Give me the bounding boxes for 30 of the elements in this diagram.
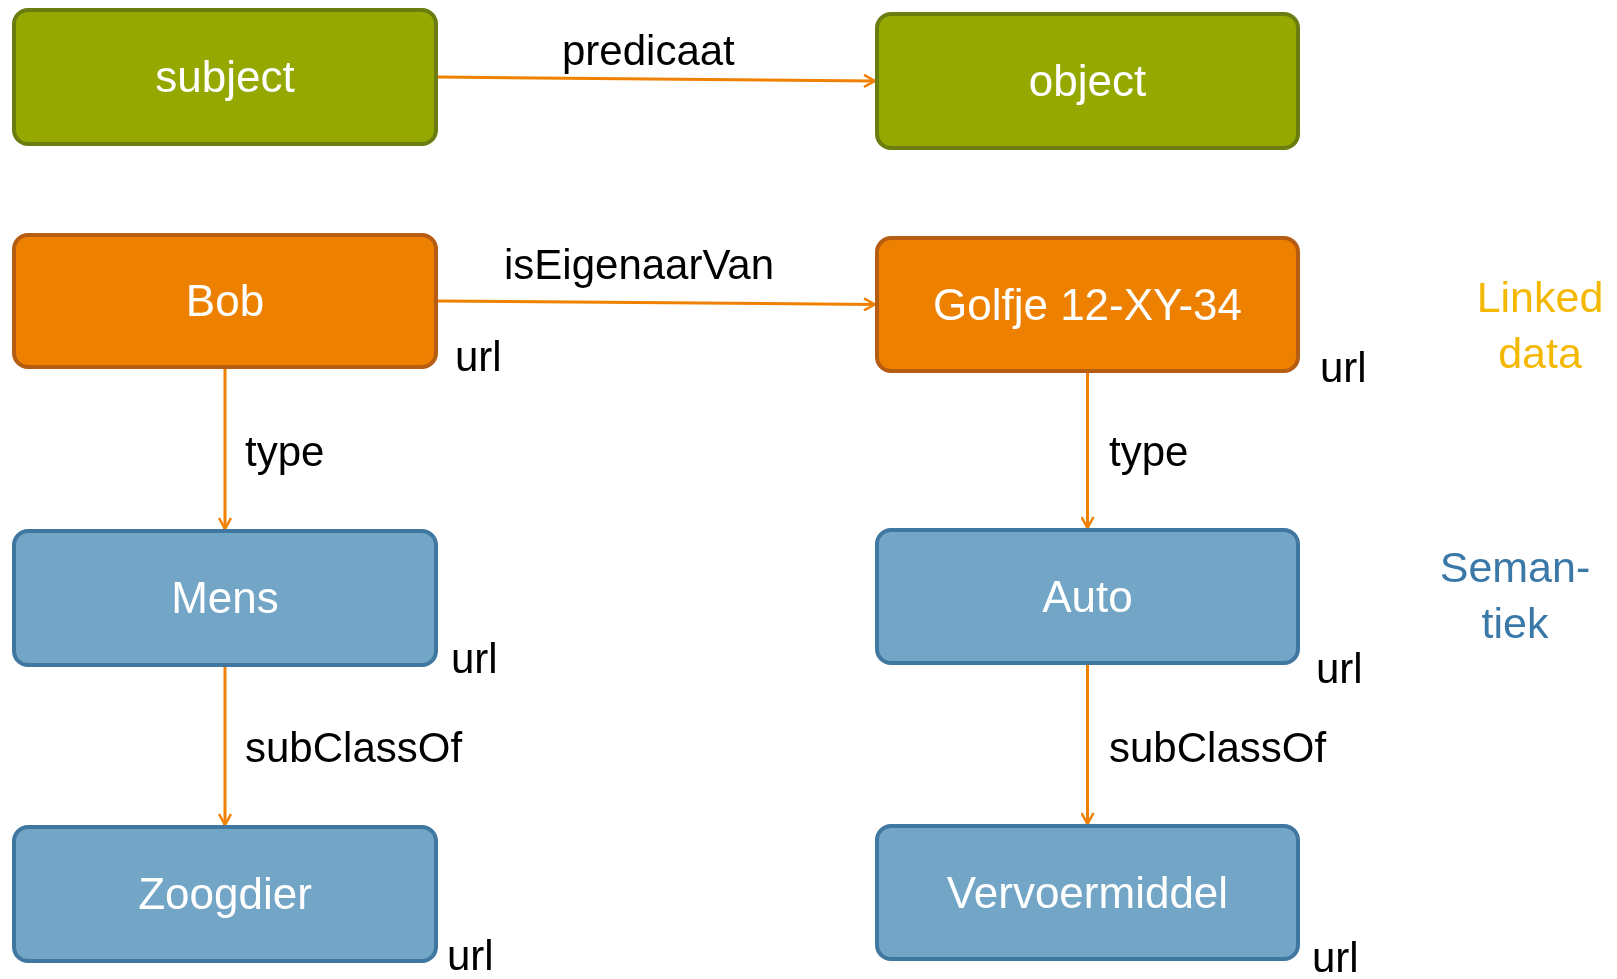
arrow [438,297,877,312]
node-label: Bob [185,276,265,326]
node-label: object [1028,56,1147,106]
node-box [875,824,1300,961]
side-label: Seman-tiek [1438,542,1592,649]
node-label: Golfje 12-XY-34 [933,279,1242,330]
url-label: url [451,638,498,680]
arrow [1080,373,1095,530]
node-box [12,8,438,146]
url-label: url [455,336,502,378]
node-label: subject [155,52,295,102]
arrow [217,667,233,827]
node-box [875,12,1300,150]
arrow [1080,665,1095,826]
node-label: Mens [171,573,279,623]
node-box [12,825,438,963]
node-label: Zoogdier [138,869,312,919]
url-label: url [447,935,494,977]
node-label: Auto [1042,571,1133,622]
arrow [438,73,877,89]
side-label: Linked data [1475,272,1605,379]
node-box [12,233,438,369]
node-label: Vervoermiddel [946,867,1229,918]
arrow [217,369,233,531]
url-label: url [1312,937,1359,979]
url-label: url [1316,648,1363,690]
node-box [875,528,1300,665]
url-label: url [1320,347,1367,389]
node-box [12,529,438,667]
node-box [875,236,1300,373]
